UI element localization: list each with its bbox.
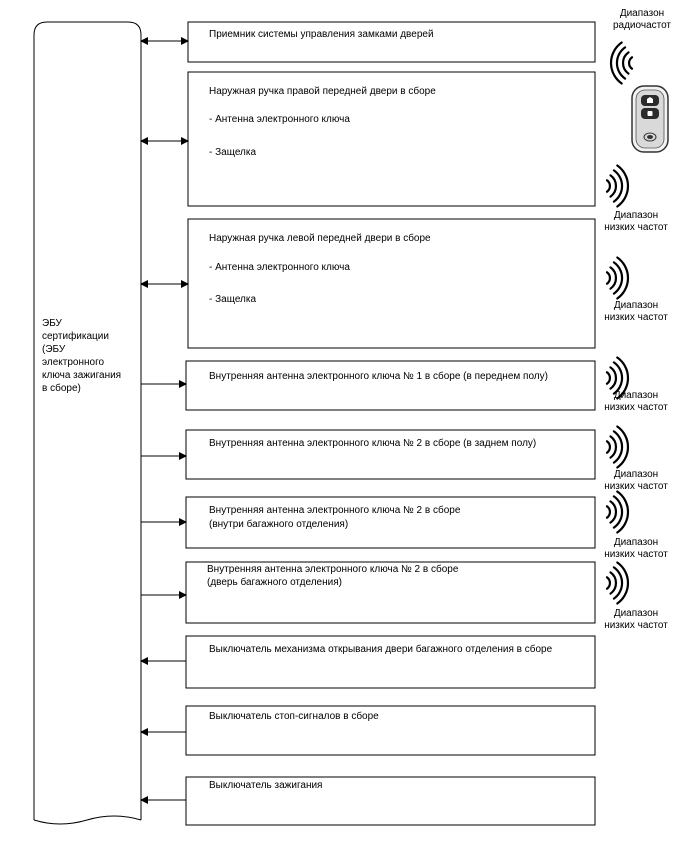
ecu-label-line-4: электронного xyxy=(42,357,105,368)
front-left-handle-text-3: - Защелка xyxy=(209,294,256,305)
lf-wave-icon-3 xyxy=(605,356,630,400)
lf-band-label-2-line-1: Диапазон xyxy=(614,300,658,311)
component-interior-antenna-2-rear-floor: Внутренняя антенна электронного ключа № … xyxy=(141,429,596,480)
door-lock-receiver-box xyxy=(187,21,596,63)
front-right-handle-text-1: Наружная ручка правой передней двери в с… xyxy=(209,85,436,97)
ecu-outline xyxy=(33,21,142,820)
lf-band-label-6-line-1: Диапазон xyxy=(614,608,658,619)
lf-band-label-5-line-2: низких частот xyxy=(604,549,668,560)
component-luggage-door-opener-switch: Выключатель механизма открывания двери б… xyxy=(140,635,596,689)
component-front-right-handle: Наружная ручка правой передней двери в с… xyxy=(140,71,596,207)
lf-band-label-4-line-1: Диапазон xyxy=(614,469,658,480)
ecu-label-line-1: ЭБУ xyxy=(42,318,63,329)
front-left-handle-text-2: - Антенна электронного ключа xyxy=(209,262,350,273)
interior-antenna-2-door-text-1: Внутренняя антенна электронного ключа № … xyxy=(207,563,459,575)
door-lock-receiver-text-1: Приемник системы управления замками двер… xyxy=(209,29,434,40)
component-door-lock-receiver: Приемник системы управления замками двер… xyxy=(140,21,596,63)
interior-antenna-1-text-1: Внутренняя антенна электронного ключа № … xyxy=(209,370,548,382)
interior-antenna-2-door-text-2: (дверь багажного отделения) xyxy=(207,576,342,588)
interior-antenna-2-luggage-text-2: (внутри багажного отделения) xyxy=(209,518,348,530)
stop-light-switch-text-1: Выключатель стоп-сигналов в сборе xyxy=(209,710,379,722)
smart-key-fob-icon xyxy=(631,85,669,153)
lf-wave-icon-2 xyxy=(605,256,630,300)
lf-band-label-2-line-2: низких частот xyxy=(604,312,668,323)
stop-light-switch-box xyxy=(185,705,596,756)
front-right-handle-text-2: - Антенна электронного ключа xyxy=(209,114,350,125)
lf-band-label-3-line-1: Диапазон xyxy=(614,390,658,401)
lf-wave-icon-5 xyxy=(605,490,630,534)
ecu-block: ЭБУ сертификации (ЭБУ электронного ключа… xyxy=(33,21,142,825)
lf-band-label-3-line-2: низких частот xyxy=(604,402,668,413)
ecu-bottom-edge xyxy=(33,815,142,825)
lf-band-label-1-line-2: низких частот xyxy=(604,222,668,233)
luggage-door-opener-switch-box xyxy=(185,635,596,689)
lf-wave-icon-1 xyxy=(605,164,630,208)
component-front-left-handle: Наружная ручка левой передней двери в сб… xyxy=(140,218,596,349)
lf-wave-icon-6 xyxy=(605,561,630,605)
front-right-handle-text-3: - Защелка xyxy=(209,147,256,158)
interior-antenna-2-luggage-text-1: Внутренняя антенна электронного ключа № … xyxy=(209,504,461,516)
luggage-door-opener-switch-text-1: Выключатель механизма открывания двери б… xyxy=(209,643,553,655)
ecu-label-line-2: сертификации xyxy=(42,330,109,342)
component-interior-antenna-2-luggage: Внутренняя антенна электронного ключа № … xyxy=(141,496,596,549)
lf-band-label-6-line-2: низких частот xyxy=(604,620,668,631)
lf-wave-icon-4 xyxy=(605,425,630,469)
front-left-handle-text-1: Наружная ручка левой передней двери в сб… xyxy=(209,232,431,244)
lf-band-label-1-line-1: Диапазон xyxy=(614,210,658,221)
ecu-label-line-6: в сборе) xyxy=(42,382,81,394)
interior-antenna-1-box xyxy=(185,360,596,411)
component-stop-light-switch: Выключатель стоп-сигналов в сборе xyxy=(140,705,596,756)
ignition-switch-text-1: Выключатель зажигания xyxy=(209,780,322,791)
lf-band-label-5-line-1: Диапазон xyxy=(614,537,658,548)
component-boxes: Приемник системы управления замками двер… xyxy=(140,21,596,826)
component-ignition-switch: Выключатель зажигания xyxy=(140,776,596,826)
rf-band-label-line-1: Диапазон xyxy=(620,8,664,19)
component-interior-antenna-1: Внутренняя антенна электронного ключа № … xyxy=(141,360,596,411)
lf-band-label-4-line-2: низких частот xyxy=(604,481,668,492)
interior-antenna-2-rear-floor-text-1: Внутренняя антенна электронного ключа № … xyxy=(209,437,536,449)
rf-wave-icon xyxy=(609,41,634,85)
ignition-switch-box xyxy=(185,776,596,826)
ecu-label-line-5: ключа зажигания xyxy=(42,370,121,381)
ecu-label-line-3: (ЭБУ xyxy=(42,344,66,355)
rf-band-label-line-2: радиочастот xyxy=(613,20,671,31)
component-interior-antenna-2-door: Внутренняя антенна электронного ключа № … xyxy=(141,561,596,624)
